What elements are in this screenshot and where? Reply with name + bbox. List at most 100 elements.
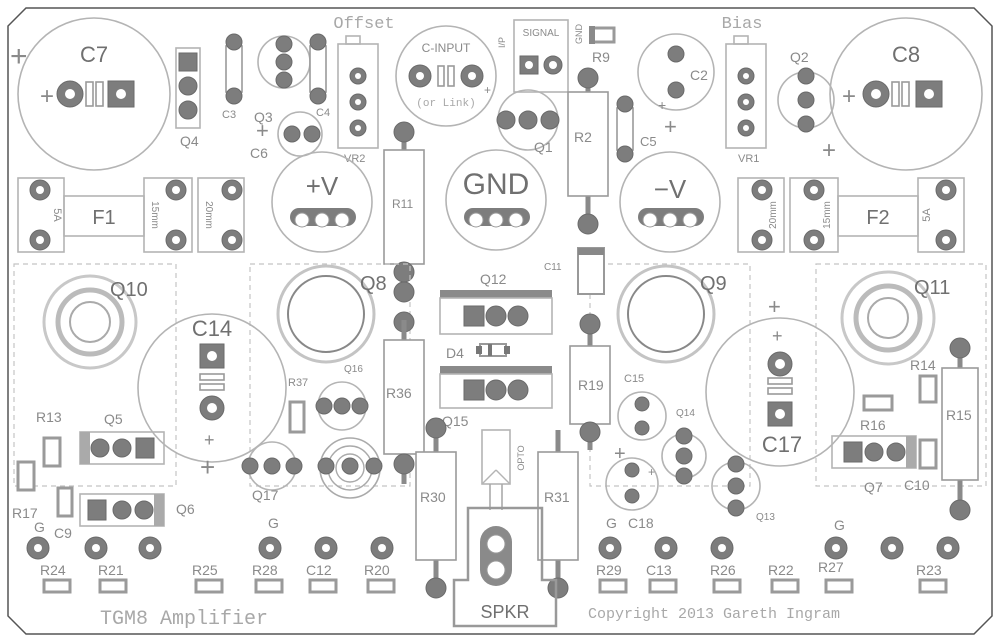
label-r30: R30 bbox=[420, 489, 446, 505]
transistor-q4: Q4 bbox=[175, 47, 201, 149]
bottom-smd-row: R24 R21 R25 R28 C12 R20 R29 C13 R26 R22 … bbox=[40, 559, 948, 594]
polarity-c18-outer: + bbox=[614, 443, 626, 465]
cap-c10: C10 bbox=[904, 438, 938, 493]
transistor-q6: Q6 bbox=[79, 493, 195, 527]
resistor-r16: R16 bbox=[860, 394, 894, 433]
transistor-q17: Q17 bbox=[241, 441, 303, 503]
transistor-q1: Q1 bbox=[496, 89, 560, 155]
label-r20: R20 bbox=[364, 562, 390, 578]
label-r21: R21 bbox=[98, 562, 124, 578]
transistor-q12: Q12 bbox=[439, 271, 553, 335]
transistor-q10: Q10 bbox=[42, 274, 148, 370]
label-f2-20mm: 20mm bbox=[768, 201, 779, 229]
resistor-r14: R14 bbox=[910, 357, 938, 404]
label-q13: Q13 bbox=[756, 512, 775, 523]
transistor-q5: Q5 bbox=[79, 411, 165, 465]
cap-c14: C14 + + bbox=[137, 313, 287, 482]
polarity-c18: + bbox=[648, 465, 655, 479]
resistor-r37: R37 bbox=[288, 377, 308, 434]
label-r22: R22 bbox=[768, 562, 794, 578]
cap-c15: C15 bbox=[617, 373, 667, 441]
label-ip: I/P bbox=[497, 37, 507, 48]
polarity-c7-outer: + bbox=[10, 40, 28, 73]
label-q11: Q11 bbox=[914, 277, 950, 299]
header-bias: Bias bbox=[722, 15, 763, 34]
label-q12: Q12 bbox=[480, 271, 507, 287]
label-q5: Q5 bbox=[104, 411, 123, 427]
cap-c11: C11 bbox=[544, 247, 605, 295]
terminal-neg-v: −V bbox=[619, 151, 721, 253]
fuse-f2: F2 20mm 15mm 5A bbox=[737, 177, 965, 253]
label-c4: C4 bbox=[316, 107, 330, 119]
cap-c3: C3 bbox=[222, 33, 243, 121]
label-q6: Q6 bbox=[176, 501, 195, 517]
trimmer-vr1: VR1 bbox=[725, 35, 767, 165]
label-r31: R31 bbox=[544, 489, 570, 505]
cap-c5: C5 bbox=[616, 95, 657, 163]
resistor-r31: R31 bbox=[537, 430, 579, 599]
resistor-r30: R30 bbox=[415, 417, 457, 599]
label-c14: C14 bbox=[192, 316, 232, 341]
label-r11: R11 bbox=[392, 197, 413, 211]
diode-d4: D4 bbox=[446, 343, 510, 361]
label-c18: C18 bbox=[628, 515, 654, 531]
resistor-r19: R19 bbox=[569, 313, 611, 450]
cap-c4: C4 bbox=[309, 33, 330, 119]
label-r23: R23 bbox=[916, 562, 942, 578]
label-f2: F2 bbox=[866, 207, 889, 229]
transistor-q15: Q15 bbox=[439, 366, 553, 429]
board-title: TGM8 Amplifier bbox=[100, 608, 268, 631]
label-gnd: GND bbox=[463, 168, 530, 201]
label-q7: Q7 bbox=[864, 479, 883, 495]
cap-c7: C7 + + bbox=[10, 17, 171, 171]
polarity-c8: + bbox=[842, 83, 856, 110]
polarity-c14: + bbox=[204, 430, 215, 450]
label-r17: R17 bbox=[12, 505, 38, 521]
board-copyright: Copyright 2013 Gareth Ingram bbox=[588, 606, 840, 623]
cap-c6: + C6 bbox=[250, 111, 323, 161]
label-r27: R27 bbox=[818, 559, 844, 575]
resistor-r15: R15 bbox=[941, 337, 979, 521]
transistor-q13: Q13 bbox=[711, 455, 775, 523]
polarity-c17: + bbox=[772, 326, 783, 346]
label-c10: C10 bbox=[904, 477, 930, 493]
heatsink-outline-left bbox=[13, 263, 177, 487]
label-c6: C6 bbox=[250, 145, 268, 161]
transistor-q8: Q8 bbox=[276, 264, 387, 364]
cap-c18: + + C18 bbox=[605, 443, 659, 531]
polarity-c7: + bbox=[40, 83, 54, 110]
label-q15: Q15 bbox=[442, 413, 469, 429]
heatsink-outline-right bbox=[815, 263, 987, 487]
label-f2-15mm: 15mm bbox=[822, 201, 833, 229]
label-f1-5a: 5A bbox=[51, 208, 63, 222]
terminal-pos-v: +V bbox=[271, 151, 373, 253]
transistor-q7: Q7 bbox=[831, 435, 917, 495]
fuse-f1: F1 5A 15mm 20mm bbox=[17, 177, 245, 253]
label-c11: C11 bbox=[544, 262, 562, 273]
polarity-c6: + bbox=[256, 118, 269, 143]
label-c7: C7 bbox=[80, 42, 108, 67]
connector-signal: SIGNAL bbox=[513, 19, 569, 93]
polarity-c-input: + bbox=[484, 83, 491, 97]
label-c2: C2 bbox=[690, 67, 708, 83]
output-pads bbox=[26, 536, 960, 560]
label-r14: R14 bbox=[910, 357, 936, 373]
polarity-c17-outer: + bbox=[768, 294, 781, 319]
label-signal: SIGNAL bbox=[523, 28, 560, 39]
transistor-q9: Q9 bbox=[616, 264, 727, 364]
label-gnd-small: GND bbox=[574, 24, 584, 45]
label-r25: R25 bbox=[192, 562, 218, 578]
label-q16: Q16 bbox=[344, 364, 363, 375]
label-c15: C15 bbox=[624, 373, 644, 385]
label-r2: R2 bbox=[574, 129, 592, 145]
cap-c17: + + C17 bbox=[705, 294, 855, 467]
transistor-q14: Q14 bbox=[661, 408, 707, 485]
label-q4: Q4 bbox=[180, 133, 199, 149]
label-r29: R29 bbox=[596, 562, 622, 578]
label-vr2: VR2 bbox=[344, 153, 365, 165]
label-g-3: G bbox=[606, 515, 617, 531]
transistor-q16: Q16 bbox=[315, 364, 369, 431]
resistor-r36: R36 bbox=[383, 320, 425, 484]
label-r28: R28 bbox=[252, 562, 278, 578]
